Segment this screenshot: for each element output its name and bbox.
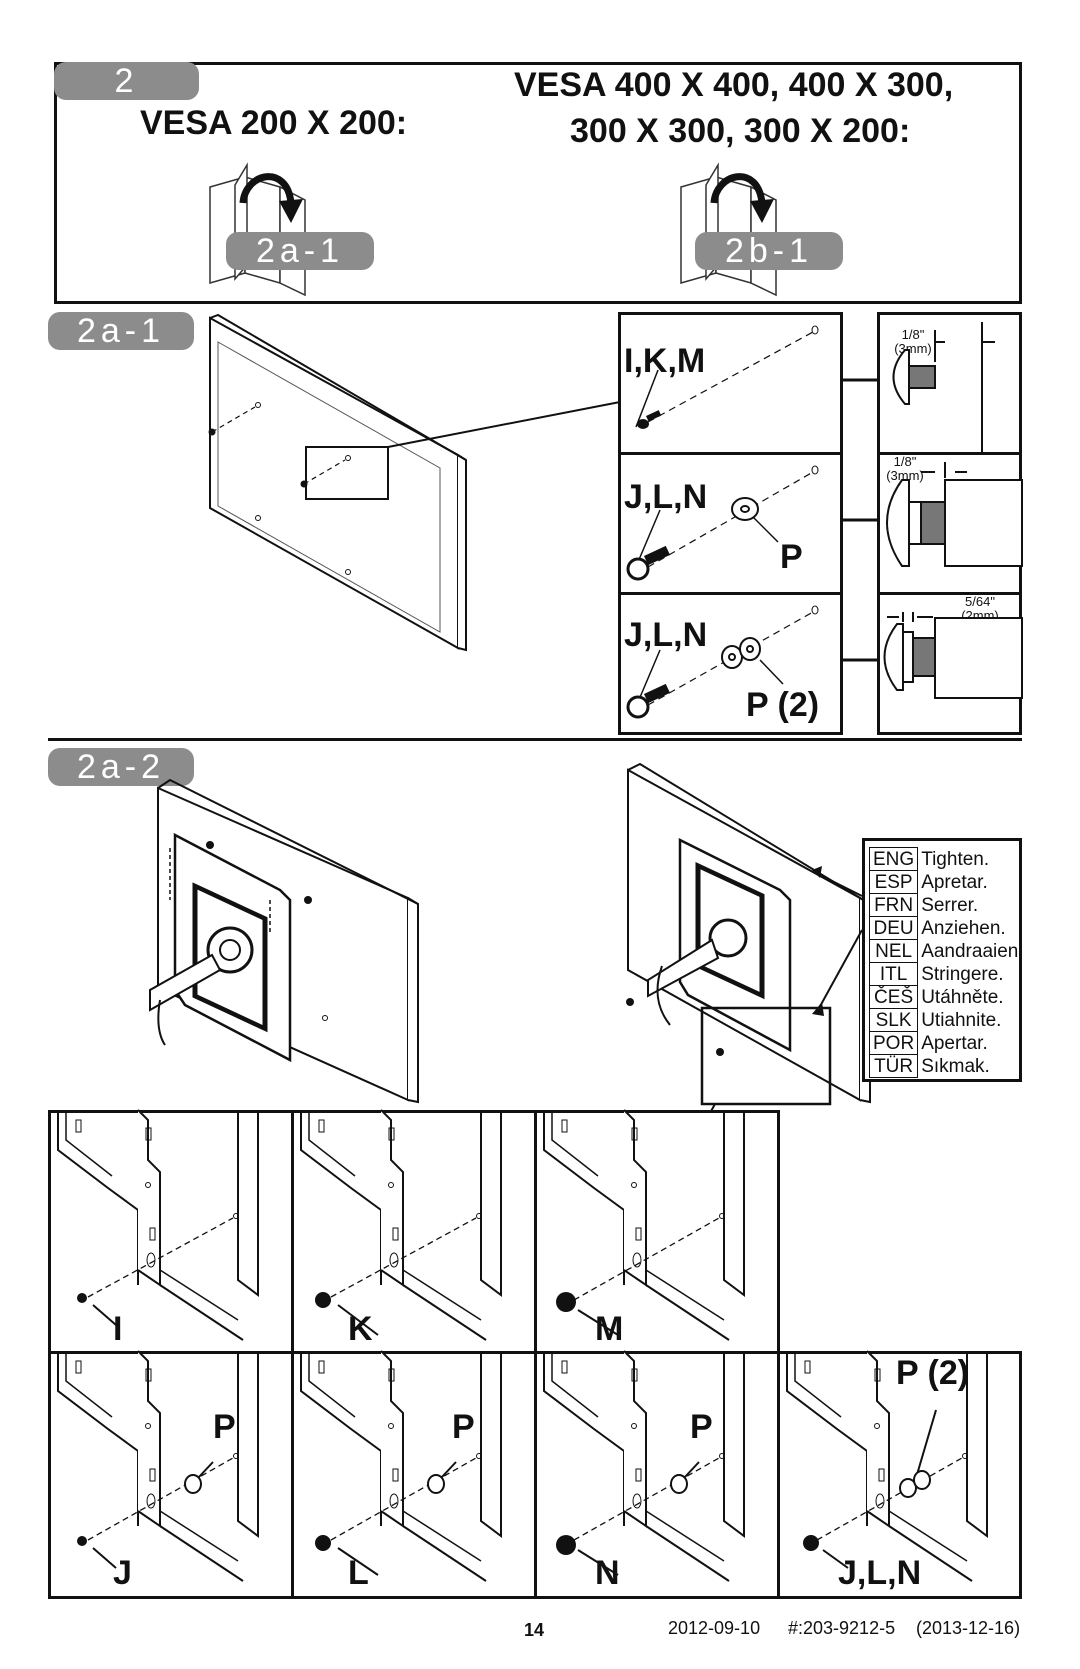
screw-label-k: K	[348, 1310, 373, 1348]
vesa-large-title-line2: 300 X 300, 300 X 200:	[570, 112, 911, 150]
spacer-label-p2: P (2)	[746, 686, 820, 724]
screw-detail-row-1	[618, 312, 843, 455]
language-text: Apretar.	[921, 871, 988, 893]
spacer-label-p2: P (2)	[896, 1354, 970, 1392]
section-divider	[48, 738, 1022, 741]
ref-badge-2a1: 2a-1	[226, 232, 374, 270]
section-badge-2a1: 2a-1	[48, 312, 194, 350]
language-code: ESP	[868, 870, 919, 894]
detail-drawings	[57, 1109, 988, 1582]
tv-back-illustration	[208, 313, 621, 652]
revision-date: (2013-12-16)	[916, 1618, 1021, 1638]
language-text: Serrer.	[921, 894, 979, 916]
ref-badge-2b1: 2b-1	[695, 232, 843, 270]
language-text: Apertar.	[921, 1032, 988, 1054]
spacer-label-p: P	[452, 1408, 475, 1446]
language-code: NEL	[868, 939, 919, 963]
language-text: Utiahnite.	[921, 1009, 1002, 1031]
language-code: SLK	[868, 1008, 919, 1032]
language-code: TÜR	[868, 1054, 919, 1078]
page-turn-icon	[209, 162, 306, 297]
screw-label-n: N	[595, 1554, 620, 1592]
language-code: ENG	[868, 847, 919, 871]
spacer-label-p: P	[780, 538, 803, 576]
language-text: Utáhněte.	[921, 986, 1004, 1008]
screw-profile-icon	[883, 322, 1023, 699]
detail-panel-jln	[777, 1351, 1022, 1599]
vesa-large-title-line1: VESA 400 X 400, 400 X 300,	[514, 66, 954, 104]
bracket-tighten-illustration	[626, 762, 871, 1123]
vesa-200-title: VESA 200 X 200:	[140, 104, 408, 142]
page-number: 14	[524, 1620, 545, 1640]
language-text: Sıkmak.	[921, 1055, 990, 1077]
screw-icon	[626, 325, 819, 719]
print-date: 2012-09-10	[668, 1618, 761, 1638]
detail-panel-j	[48, 1351, 294, 1599]
language-code: DEU	[868, 916, 919, 940]
document-number: #:203-9212-5	[788, 1618, 896, 1638]
screw-label-l: L	[348, 1554, 369, 1592]
connector-lines	[840, 378, 880, 662]
screw-label-j: J	[113, 1554, 132, 1592]
language-text: Tighten.	[921, 848, 990, 870]
screw-label-jln: J,L,N	[624, 616, 708, 654]
dimension-value: 1/8"(3mm)	[886, 454, 924, 483]
step-number-badge: 2	[54, 62, 199, 100]
spacer-label-p: P	[213, 1408, 236, 1446]
page-turn-icon	[680, 162, 777, 297]
detail-panel-m	[534, 1110, 780, 1354]
screw-label-jln: J,L,N	[624, 478, 708, 516]
spacer-label-p: P	[690, 1408, 713, 1446]
language-text: Stringere.	[921, 963, 1004, 985]
bracket-mount-illustration	[149, 778, 419, 1104]
language-code: POR	[868, 1031, 919, 1055]
language-code: ČEŠ	[868, 985, 919, 1009]
screw-label-jln: J,L,N	[838, 1554, 922, 1592]
screw-label-ikm: I,K,M	[624, 342, 706, 380]
language-code: FRN	[868, 893, 919, 917]
language-code: ITL	[868, 962, 919, 986]
screw-label-m: M	[595, 1310, 624, 1348]
detail-panel-k	[291, 1110, 537, 1354]
language-text: Anziehen.	[921, 917, 1006, 939]
detail-panel-n	[534, 1351, 780, 1599]
language-text: Aandraaien.	[921, 940, 1024, 962]
screw-label-i: I	[113, 1310, 123, 1348]
